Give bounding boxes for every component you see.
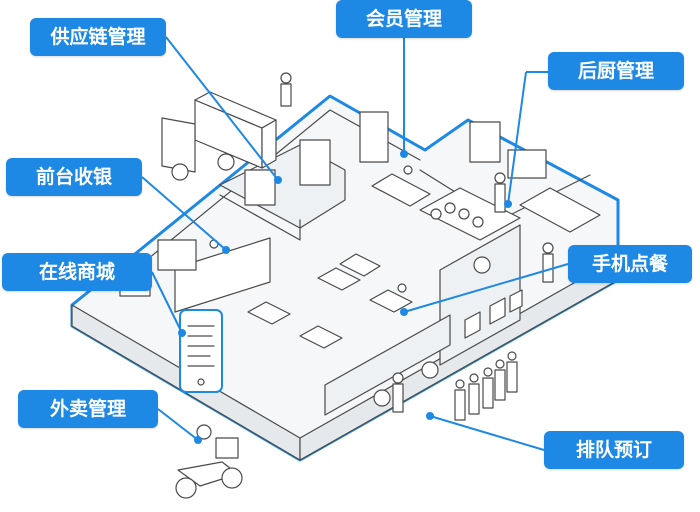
dot-online xyxy=(178,329,186,337)
label-cashier: 前台收银 xyxy=(6,158,142,196)
dot-kitchen xyxy=(504,200,512,208)
label-kitchen: 后厨管理 xyxy=(548,52,684,90)
window-awnings xyxy=(464,289,523,339)
kitchen-counter-2 xyxy=(519,187,601,233)
phone-mockup xyxy=(179,309,223,393)
wall-counter xyxy=(174,237,271,313)
dot-mobile xyxy=(400,308,408,316)
wall-divider xyxy=(219,194,301,241)
dining-tables xyxy=(247,253,413,349)
dot-supply xyxy=(274,176,282,184)
leader-supply xyxy=(165,36,279,181)
member-cabinet xyxy=(359,111,389,163)
leader-mobile xyxy=(403,263,569,313)
member-door xyxy=(299,139,331,186)
label-supply-chain: 供应链管理 xyxy=(30,18,166,56)
leader-online xyxy=(151,271,183,334)
wall-entrance xyxy=(324,314,451,416)
dot-queue xyxy=(426,412,434,420)
storage-shelf xyxy=(244,169,276,206)
label-online-mall: 在线商城 xyxy=(2,253,152,291)
dot-takeout xyxy=(194,436,202,444)
leader-kitchen-2 xyxy=(507,71,527,205)
takeout-scooter xyxy=(175,424,243,499)
front-counter-shelf xyxy=(157,239,197,271)
label-mobile-order: 手机点餐 xyxy=(568,245,692,283)
plant-left xyxy=(373,389,391,407)
kitchen-counter xyxy=(419,187,521,241)
label-queue-booking: 排队预订 xyxy=(544,431,684,469)
label-takeout: 外卖管理 xyxy=(18,390,158,428)
wall-clock xyxy=(473,256,491,274)
dot-member xyxy=(400,150,408,158)
dot-cashier xyxy=(222,246,230,254)
kitchen-shelf xyxy=(469,121,501,163)
people-figures xyxy=(209,72,554,421)
label-member: 会员管理 xyxy=(336,0,472,38)
leader-queue xyxy=(429,415,545,451)
wall-back xyxy=(109,109,421,291)
member-desk xyxy=(371,173,431,207)
leader-takeout xyxy=(157,408,199,441)
plant-right xyxy=(421,361,439,379)
leader-cashier xyxy=(141,176,227,251)
